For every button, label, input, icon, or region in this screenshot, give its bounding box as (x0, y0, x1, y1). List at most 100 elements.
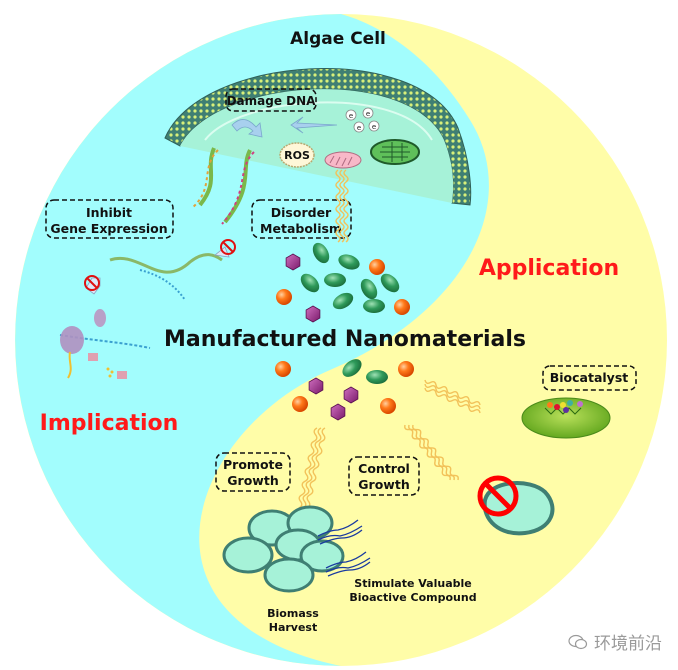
inhibited-algae-cell (477, 475, 555, 536)
arrow-left-icon (290, 116, 338, 134)
chloroplast-icon (370, 139, 420, 165)
purple-nanoparticle (308, 377, 324, 395)
cell-highlight (204, 101, 433, 141)
purple-nanoparticle (343, 386, 359, 404)
dna-strand (191, 149, 219, 209)
promote-label-line1: Promote (223, 457, 283, 472)
electron-label: e (366, 110, 370, 118)
inhibit-gene-expression-box: Inhibit Gene Expression (45, 199, 174, 239)
nanoparticles (275, 242, 414, 421)
electron-icon (362, 107, 374, 119)
green-nanoparticle (363, 299, 385, 313)
biocatalyst-label: Biocatalyst (550, 370, 629, 385)
wechat-icon (568, 634, 588, 649)
nanofiber (306, 427, 326, 509)
green-nanoparticle (312, 242, 330, 264)
nanofiber (424, 383, 481, 410)
ros-label: ROS (284, 149, 310, 162)
orange-nanoparticle (394, 299, 410, 315)
stimulate-label-line2: Bioactive Compound (349, 591, 476, 604)
green-nanoparticle (324, 273, 346, 287)
biocatalyst-plate-icon (521, 397, 611, 439)
biomass-label-line2: Harvest (269, 621, 318, 634)
control-growth-box: Control Growth (348, 456, 420, 496)
orange-nanoparticle (275, 361, 291, 377)
green-nanoparticle (360, 278, 378, 300)
nanofiber (298, 427, 318, 509)
disorder-label-line2: Metabolism (260, 221, 342, 236)
inhibit-label-line1: Inhibit (86, 205, 132, 220)
curved-arrow-icon (231, 119, 263, 138)
dna-helices (191, 147, 255, 225)
electron-label: e (349, 112, 353, 120)
electron-label: e (357, 124, 361, 132)
promote-label-line2: Growth (227, 473, 278, 488)
green-nanoparticle (300, 273, 320, 293)
promote-growth-box: Promote Growth (215, 452, 291, 492)
electron-icon (353, 121, 365, 133)
algae-cell-title: Algae Cell (290, 29, 386, 49)
ros-icon (279, 142, 315, 168)
nanofiber (302, 427, 322, 509)
electrons: e e e e (345, 107, 380, 133)
prohibited-icon (477, 475, 519, 517)
algae-cell: Algae Cell Damage DNA e e e e ROS (164, 29, 472, 206)
nanofiber (339, 169, 345, 243)
electron-label: e (372, 123, 376, 131)
nanofiber (335, 169, 341, 243)
nanofiber (408, 424, 455, 481)
trna-icon (117, 371, 127, 379)
mrna-strand (59, 334, 151, 349)
nanofiber (424, 387, 481, 414)
ribosome-subunit-icon (94, 309, 106, 327)
watermark: 环境前沿 (568, 629, 662, 654)
control-label-line1: Control (358, 461, 410, 476)
purple-nanoparticle (330, 403, 346, 421)
trna-icon (88, 353, 98, 361)
nanofiber (424, 379, 481, 406)
cell-interior (180, 89, 454, 203)
orange-nanoparticle (380, 398, 396, 414)
application-label: Application (479, 256, 619, 281)
orange-nanoparticle (292, 396, 308, 412)
implication-label: Implication (40, 411, 179, 436)
dna-helix-icon (223, 149, 252, 224)
prohibited-icon (84, 275, 100, 291)
orange-nanoparticle (398, 361, 414, 377)
nanofiber (343, 169, 349, 243)
purple-nanoparticle (305, 305, 321, 323)
green-nanoparticle (380, 273, 400, 293)
dna-helix-icon (198, 147, 216, 207)
green-nanoparticle (332, 292, 354, 310)
electron-icon (368, 120, 380, 132)
orange-nanoparticle (369, 259, 385, 275)
green-nanoparticle (338, 254, 360, 270)
green-nanoparticle (342, 359, 362, 377)
disorder-label-line1: Disorder (271, 205, 332, 220)
nanofibers (298, 169, 481, 509)
biocatalyst-box: Biocatalyst (542, 365, 637, 391)
nanofiber (412, 424, 459, 481)
dna-strand (221, 151, 255, 225)
stimulate-label-line1: Stimulate Valuable (354, 577, 471, 590)
disorder-metabolism-box: Disorder Metabolism (251, 199, 352, 239)
biomass-label-line1: Biomass (267, 607, 319, 620)
control-label-line2: Growth (358, 477, 409, 492)
inhibit-label-line2: Gene Expression (50, 221, 167, 236)
peptide-chain (67, 351, 72, 379)
mrna-strand (109, 253, 223, 274)
damage-dna-label: Damage DNA (227, 94, 317, 108)
nanofiber (404, 424, 451, 481)
bioactive-compound-lines (317, 519, 371, 577)
diagram-title: Manufactured Nanomaterials (164, 327, 526, 352)
biomass-cell-cluster (222, 505, 371, 593)
ribosome-icon (60, 326, 84, 354)
purple-nanoparticle (285, 253, 301, 271)
electron-icon (345, 109, 357, 121)
orange-nanoparticle (276, 289, 292, 305)
damage-dna-box (225, 88, 317, 112)
mitochondrion-icon (324, 151, 362, 169)
watermark-text: 环境前沿 (594, 634, 662, 654)
green-nanoparticle (366, 370, 388, 384)
